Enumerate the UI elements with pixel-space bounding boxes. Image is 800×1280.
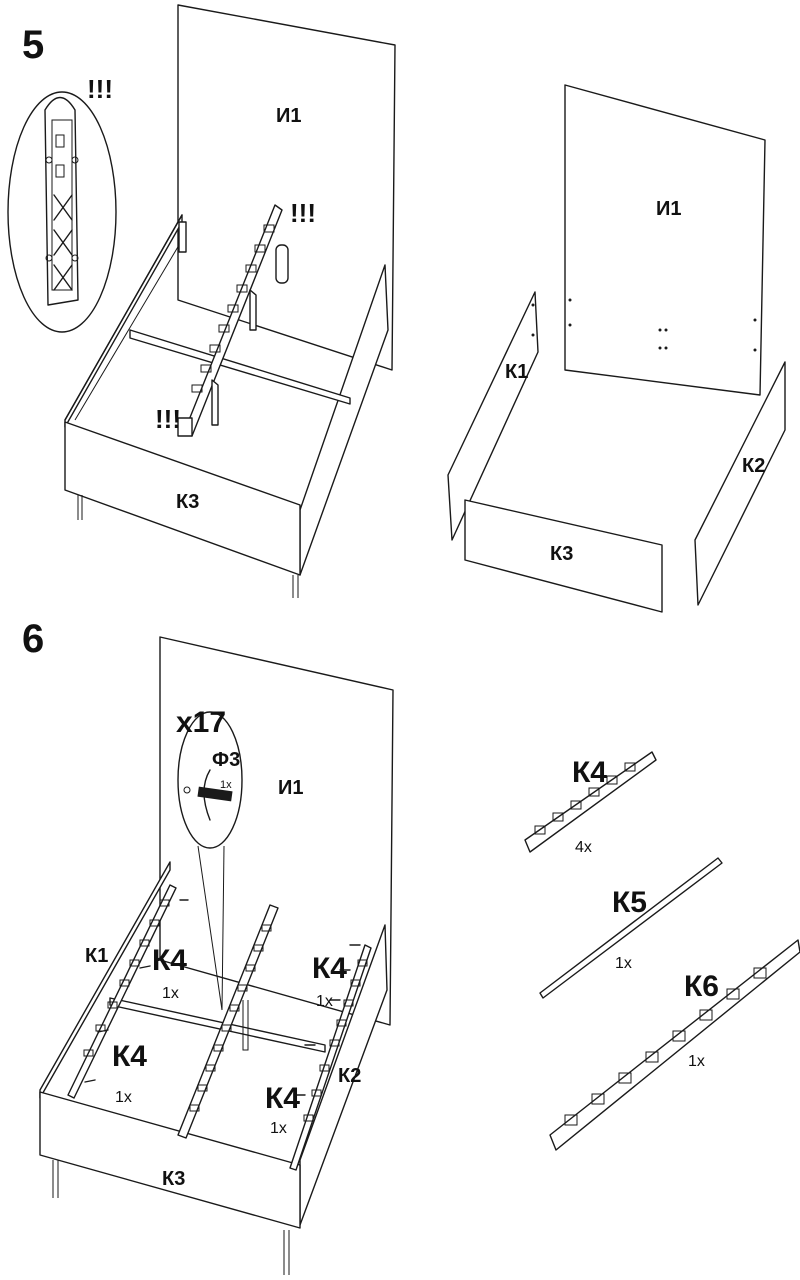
callout-fastener-qty: 1x	[220, 779, 232, 791]
step-5-number: 5	[22, 23, 44, 67]
part-k5-drawing	[539, 857, 723, 999]
step6-label-left-side: К1	[85, 945, 108, 967]
step5-label-right-side: К2	[742, 455, 765, 477]
slat-label-2: К4	[312, 952, 347, 985]
step5-label-foot-left: К3	[176, 491, 199, 513]
slat-label-1: К4	[152, 944, 187, 977]
slat-qty-4: 1x	[270, 1120, 287, 1137]
part-k4-label: К4	[572, 756, 607, 789]
slat-label-4: К4	[265, 1082, 300, 1115]
headboard-panel	[177, 4, 396, 371]
fastener-callout	[177, 711, 243, 1011]
slat-qty-1: 1x	[162, 985, 179, 1002]
part-k4-drawing	[524, 751, 657, 853]
step6-label-right-side: К2	[338, 1065, 361, 1087]
part-k6-drawing	[549, 939, 800, 1151]
slat-label-3: К4	[112, 1040, 147, 1073]
part-k5-label: К5	[612, 886, 647, 919]
step6-label-headboard: И1	[278, 777, 304, 799]
step5-label-headboard-left: И1	[276, 105, 302, 127]
detail-zoom-circle	[7, 91, 117, 333]
step5-label-headboard-right: И1	[656, 198, 682, 220]
callout-fastener-label: Ф3	[212, 749, 240, 771]
step5-left-bed-frame	[64, 4, 396, 598]
step6-bed-frame	[39, 636, 394, 1275]
part-k6-qty: 1x	[688, 1053, 705, 1070]
step5-label-foot-right: К3	[550, 543, 573, 565]
warning-mark-top: !!!	[290, 198, 316, 228]
step6-label-foot: К3	[162, 1168, 185, 1190]
warning-mark-bottom: !!!	[155, 404, 181, 434]
step5-right-bed-frame	[447, 84, 786, 613]
slat-qty-3: 1x	[115, 1089, 132, 1106]
step5-label-left-side: К1	[505, 361, 528, 383]
warning-mark-detail: !!!	[87, 74, 113, 104]
part-k6-label: К6	[684, 970, 719, 1003]
slat-qty-2: 1x	[316, 993, 333, 1010]
part-k5-qty: 1x	[615, 955, 632, 972]
callout-count: x17	[176, 706, 226, 739]
part-k4-qty: 4x	[575, 839, 592, 856]
foot-panel	[64, 421, 301, 576]
step-6-number: 6	[22, 617, 44, 661]
